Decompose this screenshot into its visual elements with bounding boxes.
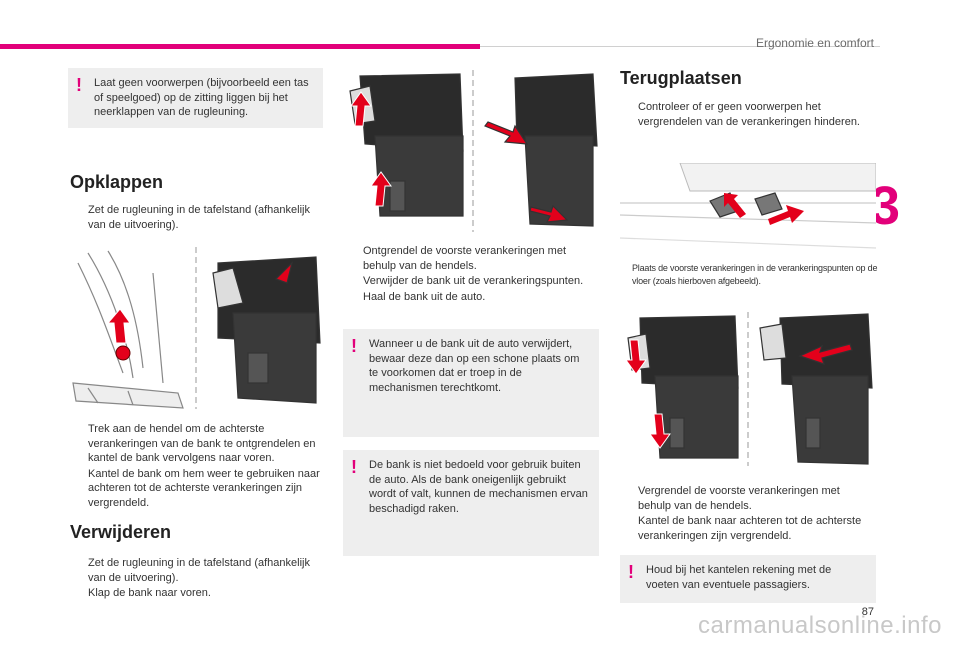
seat-lock-front <box>625 315 739 459</box>
list-item-text: Controleer of er geen voorwerpen het ver… <box>638 101 860 128</box>
seat-tilt-back <box>759 313 873 465</box>
caption-text: Plaats de voorste verankeringen in de ve… <box>632 263 878 286</box>
terugplaatsen-steps-2: Vergrendel de voorste verankeringen met … <box>620 484 875 544</box>
illustration-remove-seat <box>349 70 598 232</box>
pull-arrow-icon <box>484 121 529 145</box>
verwijderen-steps-1: Zet de rugleuning in de tafelstand (afha… <box>70 556 325 602</box>
list-item-text: Kantel de bank naar achteren tot de acht… <box>638 515 862 542</box>
list-item: Haal de bank uit de auto. <box>345 290 600 305</box>
warning-icon: ! <box>76 75 82 95</box>
down-arrow-icon <box>649 413 671 449</box>
list-item-text: Haal de bank uit de auto. <box>363 290 486 303</box>
warning-text: Laat geen voorwerpen (bijvoorbeeld een t… <box>94 77 309 118</box>
warning-icon: ! <box>351 457 357 477</box>
tilt-arrow-icon <box>274 261 294 284</box>
heading-terugplaatsen: Terugplaatsen <box>620 68 742 88</box>
list-item: Kantel de bank om hem weer te gebruiken … <box>70 467 325 511</box>
verwijderen-steps-2: Ontgrendel de voorste verankeringen met … <box>345 244 600 305</box>
up-arrow-icon <box>370 171 392 207</box>
list-item: Vergrendel de voorste verankeringen met … <box>620 484 875 513</box>
warning-box-fold-seat: ! Laat geen voorwerpen (bijvoorbeeld een… <box>68 68 323 128</box>
list-item: Trek aan de hendel om de achterste veran… <box>70 422 325 466</box>
section-title: Ergonomie en comfort <box>755 36 874 50</box>
list-item: Zet de rugleuning in de tafelstand (afha… <box>70 203 325 232</box>
illustration-floor-anchors <box>620 163 876 251</box>
tilt-arrow-icon <box>798 343 853 365</box>
list-item: Controleer of er geen voorwerpen het ver… <box>620 100 875 129</box>
list-item-text: Kantel de bank om hem weer te gebruiken … <box>88 467 320 509</box>
up-arrow-icon <box>350 91 372 127</box>
list-item: Zet de rugleuning in de tafelstand (afha… <box>70 556 325 585</box>
terugplaatsen-steps-1: Controleer of er geen voorwerpen het ver… <box>620 100 875 130</box>
unlock-lever <box>106 308 131 361</box>
list-item-text: Klap de bank naar voren. <box>88 587 211 599</box>
opklappen-steps-2: Trek aan de hendel om de achterste veran… <box>70 422 325 511</box>
list-item-text: Ontgrendel de voorste verankeringen met … <box>363 245 567 272</box>
list-item-text: Verwijder de bank uit de verankeringspun… <box>363 275 584 287</box>
warning-text: Houd bij het kantelen rekening met de vo… <box>646 564 832 591</box>
down-arrow-icon <box>625 339 647 375</box>
warning-box-passengers: ! Houd bij het kantelen rekening met de … <box>620 555 876 603</box>
warning-box-storage: ! Wanneer u de bank uit de auto verwijde… <box>343 329 599 437</box>
header-accent-bar <box>0 44 480 49</box>
up-arrow-icon <box>106 308 131 344</box>
illustration-lock-seat <box>625 312 873 466</box>
seat-front-unlock <box>349 73 464 217</box>
list-item-text: Zet de rugleuning in de tafelstand (afha… <box>88 204 310 231</box>
figure-caption: Plaats de voorste verankeringen in de ve… <box>620 262 878 288</box>
seat-side-view <box>72 250 184 409</box>
heading-opklappen: Opklappen <box>70 172 164 192</box>
insert-arrow-icon <box>724 193 746 218</box>
page-number: 87 <box>861 606 874 618</box>
list-item: Klap de bank naar voren. <box>70 586 325 601</box>
warning-box-misuse: ! De bank is niet bedoeld voor gebruik b… <box>343 450 599 556</box>
warning-icon: ! <box>351 336 357 356</box>
illustration-fold-forward <box>72 247 321 409</box>
watermark: carmanualsonline.info <box>698 612 942 639</box>
list-item-text: Zet de rugleuning in de tafelstand (afha… <box>88 557 310 584</box>
warning-text: Wanneer u de bank uit de auto verwijdert… <box>369 338 580 394</box>
insert-arrow-icon <box>768 205 804 225</box>
pull-arrow-icon <box>529 204 569 223</box>
list-item: Verwijder de bank uit de verankeringspun… <box>345 274 600 289</box>
warning-icon: ! <box>628 562 634 582</box>
opklappen-steps-1: Zet de rugleuning in de tafelstand (afha… <box>70 203 325 233</box>
list-item-text: Trek aan de hendel om de achterste veran… <box>88 423 316 464</box>
heading-verwijderen: Verwijderen <box>70 522 172 542</box>
list-item: Kantel de bank naar achteren tot de acht… <box>620 514 875 543</box>
list-item-text: Vergrendel de voorste verankeringen met … <box>638 485 840 512</box>
warning-text: De bank is niet bedoeld voor gebruik bui… <box>369 459 588 515</box>
seat-remove-slide <box>484 73 598 227</box>
list-item: Ontgrendel de voorste verankeringen met … <box>345 244 600 273</box>
header-rule <box>480 46 880 47</box>
seat-tilted-view <box>212 256 321 404</box>
